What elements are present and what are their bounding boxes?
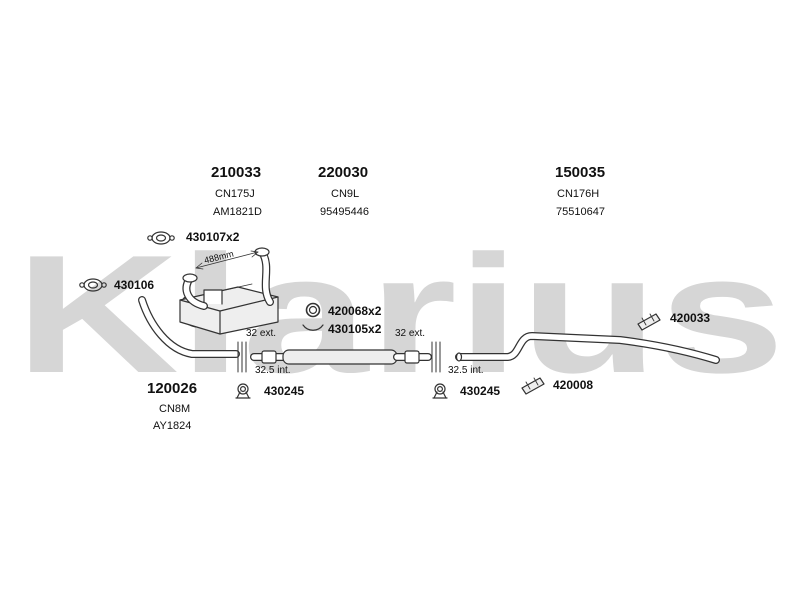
dimension-ext-right: 32 ext. — [395, 328, 426, 339]
part-ref-220030: CN9L — [331, 188, 360, 200]
part-label-420033: 420033 — [670, 311, 711, 325]
part-code-120026: AY1824 — [153, 420, 192, 432]
part-label-430245-right: 430245 — [460, 384, 501, 398]
clamp-420008-icon — [521, 377, 545, 395]
rear-pipe-150035[interactable] — [455, 332, 720, 364]
part-label-430105: 430105x2 — [328, 322, 382, 336]
dimension-int-left: 32.5 int. — [255, 365, 291, 376]
part-number-220030: 220030 — [318, 164, 369, 181]
part-ref-150035: CN176H — [557, 188, 600, 200]
joint-right — [431, 341, 441, 373]
middle-pipe-220030[interactable] — [250, 349, 432, 365]
part-label-420068: 420068x2 — [328, 304, 382, 318]
mounting-430245-right-icon — [432, 383, 448, 399]
part-code-220030: 95495446 — [320, 206, 369, 218]
part-label-430106: 430106 — [114, 278, 155, 292]
clamp-420033-icon — [637, 313, 661, 331]
part-code-210033: AM1821D — [213, 206, 262, 218]
part-code-150035: 75510647 — [556, 206, 605, 218]
mounting-430245-left-icon — [235, 383, 251, 399]
part-number-120026: 120026 — [147, 380, 198, 397]
manifold-downpipes[interactable] — [182, 247, 274, 310]
dimension-int-right: 32.5 int. — [448, 365, 484, 376]
gasket-430106-icon — [79, 278, 107, 292]
part-label-430107: 430107x2 — [186, 230, 240, 244]
part-label-430245-left: 430245 — [264, 384, 305, 398]
dimension-488mm — [195, 250, 259, 270]
part-ref-210033: CN175J — [215, 188, 255, 200]
dimension-ext-left: 32 ext. — [246, 328, 277, 339]
part-ref-120026: CN8M — [159, 403, 191, 415]
part-label-420008: 420008 — [553, 378, 594, 392]
part-number-210033: 210033 — [211, 164, 262, 181]
manifold-box-210033[interactable] — [179, 283, 279, 335]
gasket-430107-icon — [147, 231, 175, 245]
ring-420068-icon — [305, 302, 321, 318]
clip-430105-icon — [302, 324, 324, 331]
part-number-150035: 150035 — [555, 164, 606, 181]
